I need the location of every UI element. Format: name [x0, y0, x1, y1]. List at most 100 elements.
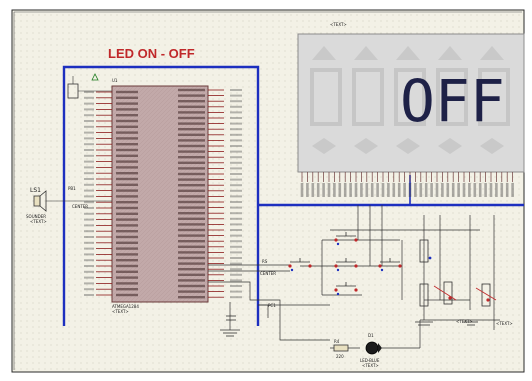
lcd-pin-label	[354, 183, 358, 197]
button-terminal-blue	[336, 268, 340, 272]
mcu-pin-label-right	[178, 262, 205, 265]
mcu-pin-label-right	[178, 240, 205, 243]
mcu-pin-label-left	[116, 235, 138, 239]
mcu-net-label-left	[84, 172, 94, 175]
mcu-pin-label-right	[178, 273, 205, 276]
mcu-pin-label-right	[178, 184, 205, 187]
mcu-net-label-right	[230, 117, 242, 119]
lcd-pin-label	[414, 183, 417, 197]
mcu-pin-label-right	[178, 116, 205, 120]
mcu-pin-label-right	[178, 251, 205, 254]
mcu-net-label-right	[230, 273, 242, 276]
speaker-text-tag: <TEXT>	[30, 219, 47, 224]
mcu-pin-label-left	[116, 224, 138, 227]
mcu-net-label-left	[84, 154, 94, 157]
resistor-r2-icon	[419, 283, 429, 307]
mcu-pin-label-right	[178, 150, 205, 153]
button-terminal-red	[378, 264, 382, 268]
mcu-net-label-left	[84, 183, 94, 186]
wiring	[208, 205, 500, 341]
mcu-pin-label-right	[178, 279, 205, 282]
mcu-net-label-left	[84, 294, 94, 296]
mcu-net-label-right	[230, 279, 242, 282]
resistor-r4-icon	[333, 344, 349, 352]
mcu-pin-label-right	[178, 122, 205, 125]
resistor-r1-icon	[419, 239, 429, 263]
mcu-pin-label-right	[178, 206, 205, 209]
mcu-pin-label-right	[178, 290, 205, 293]
mcu-bus-frame	[62, 65, 260, 326]
mcu-pin-label-left	[116, 90, 138, 94]
lcd-ghost-triangle	[480, 46, 504, 60]
mcu-pin-label-left	[116, 276, 138, 279]
mcu-pin-label-left	[116, 282, 138, 285]
pot-wiper-arrow-icon	[433, 285, 457, 301]
lcd-ghost-marker	[438, 138, 462, 154]
mcu-pin-label-left	[116, 96, 138, 99]
mcu-net-label-right	[230, 156, 242, 159]
mcu-pin-label-left	[116, 264, 138, 268]
lcd-pin-label	[327, 183, 331, 197]
lcd-pin-label	[462, 183, 466, 197]
led-anode-arrow-icon	[378, 343, 382, 353]
mcu-net-label-right	[230, 251, 242, 254]
lcd-state-text: OFF	[400, 67, 505, 135]
mcu-net-label-left	[84, 259, 94, 262]
mcu-net-label-right	[230, 150, 242, 153]
lcd-pin-label	[311, 183, 315, 197]
mcu-net-label-left	[84, 160, 94, 163]
mcu-net-label-left	[84, 230, 94, 233]
lcd-ghost-digit	[394, 68, 426, 126]
pot-terminal-red	[486, 298, 490, 302]
button-terminal-blue	[336, 242, 340, 246]
lcd-pin-label	[457, 183, 460, 197]
mcu-net-label-right	[230, 201, 242, 203]
text-tag-right-1: <TEXT>	[456, 319, 473, 324]
sheet-border	[11, 9, 525, 373]
mcu-net-label-left	[84, 270, 94, 273]
mcu-pin-label-left	[116, 125, 138, 128]
resistor-ref: R4	[334, 339, 340, 344]
lcd-pin-label	[500, 183, 504, 197]
button-terminal-red	[354, 288, 358, 292]
mcu-text-tag: <TEXT>	[112, 309, 129, 314]
mcu-pin-label-right	[178, 268, 205, 271]
mcu-pin-label-right	[178, 133, 205, 136]
mcu-pin-label-left	[116, 166, 138, 169]
mcu-pin-label-left	[116, 131, 138, 134]
button-terminal-red	[288, 264, 292, 268]
button-terminal-red	[334, 288, 338, 292]
lcd-pin-label	[511, 183, 514, 197]
mcu-net-label-left	[84, 91, 94, 93]
mcu-net-label-right	[230, 195, 242, 198]
mcu-net-label-left	[84, 247, 94, 250]
mcu-pin-label-left	[116, 206, 138, 210]
mcu-pin-label-left	[116, 148, 138, 152]
lcd-pin-label	[338, 183, 342, 197]
push-buttons	[288, 232, 490, 302]
mcu-net-label-right	[230, 173, 242, 175]
mcu-pin-label-left	[116, 189, 138, 192]
mcu-net-label-left	[84, 253, 94, 256]
lcd-pin-label	[392, 183, 396, 197]
lcd-ghost-digit	[352, 68, 384, 126]
mcu-net-label-right	[230, 245, 242, 248]
ground-symbols	[220, 321, 478, 337]
mcu-net-label-right	[230, 240, 242, 243]
mcu-net-label-left	[84, 102, 94, 105]
lcd-pin-label	[397, 183, 401, 197]
mcu-pin-label-right	[178, 296, 205, 299]
lcd-pin-label	[300, 183, 304, 197]
mcu-pin-label-right	[178, 105, 205, 108]
lcd-pin-label	[360, 183, 363, 197]
lcd-ghost-segments	[310, 46, 510, 154]
mcu-net-label-right	[230, 178, 242, 181]
mcu-net-label-right	[230, 285, 242, 287]
mcu-net-label-right	[230, 94, 242, 97]
mcu-part-label: ATMEGA1284	[112, 304, 139, 309]
mcu-pin-label-right	[178, 256, 205, 260]
mcu-pin-label-left	[116, 212, 138, 215]
mcu-net-label-right	[230, 105, 242, 108]
mcu-net-label-left	[84, 189, 94, 192]
mcu-pin-label-left	[116, 259, 138, 262]
